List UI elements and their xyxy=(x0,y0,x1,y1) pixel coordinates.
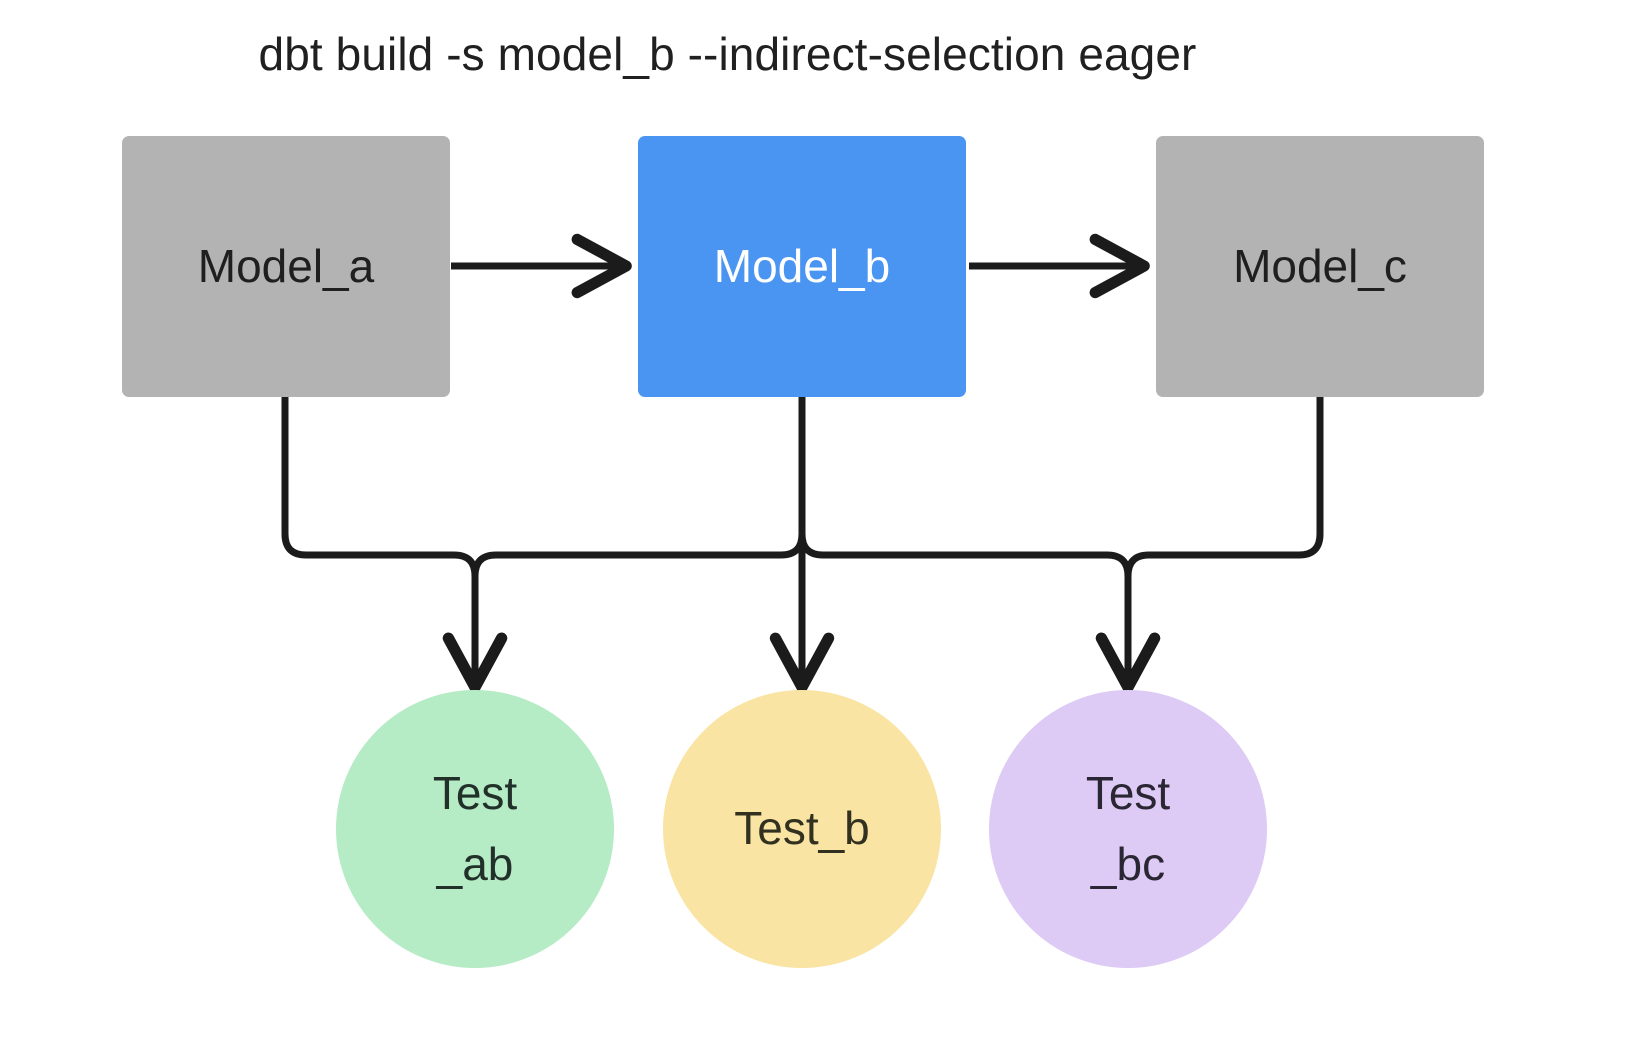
node-test-ab-label-line1: Test xyxy=(432,766,518,819)
node-model-c-label: Model_c xyxy=(1233,240,1407,293)
node-test-ab-label-line2: _ab xyxy=(436,838,514,890)
edge-model-b-to-test-bc xyxy=(798,397,1161,693)
diagram-title: dbt build -s model_b --indirect-selectio… xyxy=(258,28,1197,80)
node-test-bc-label-line2: _bc xyxy=(1090,838,1166,890)
edge-model-a-to-test-ab xyxy=(281,397,508,693)
node-model-a[interactable]: Model_a xyxy=(122,136,450,397)
node-model-b-label: Model_b xyxy=(713,240,891,293)
node-test-bc[interactable]: Test _bc xyxy=(989,690,1267,968)
node-test-bc-label-line1: Test xyxy=(1085,766,1171,819)
node-test-b[interactable]: Test_b xyxy=(663,690,941,968)
node-test-b-label-line1: Test_b xyxy=(734,802,870,855)
edge-model-b-to-test-ab xyxy=(442,397,806,693)
node-model-b[interactable]: Model_b xyxy=(638,136,966,397)
node-model-a-label: Model_a xyxy=(197,240,375,293)
node-model-c[interactable]: Model_c xyxy=(1156,136,1484,397)
node-test-ab[interactable]: Test _ab xyxy=(336,690,614,968)
edge-model-c-to-test-bc xyxy=(1095,397,1324,693)
